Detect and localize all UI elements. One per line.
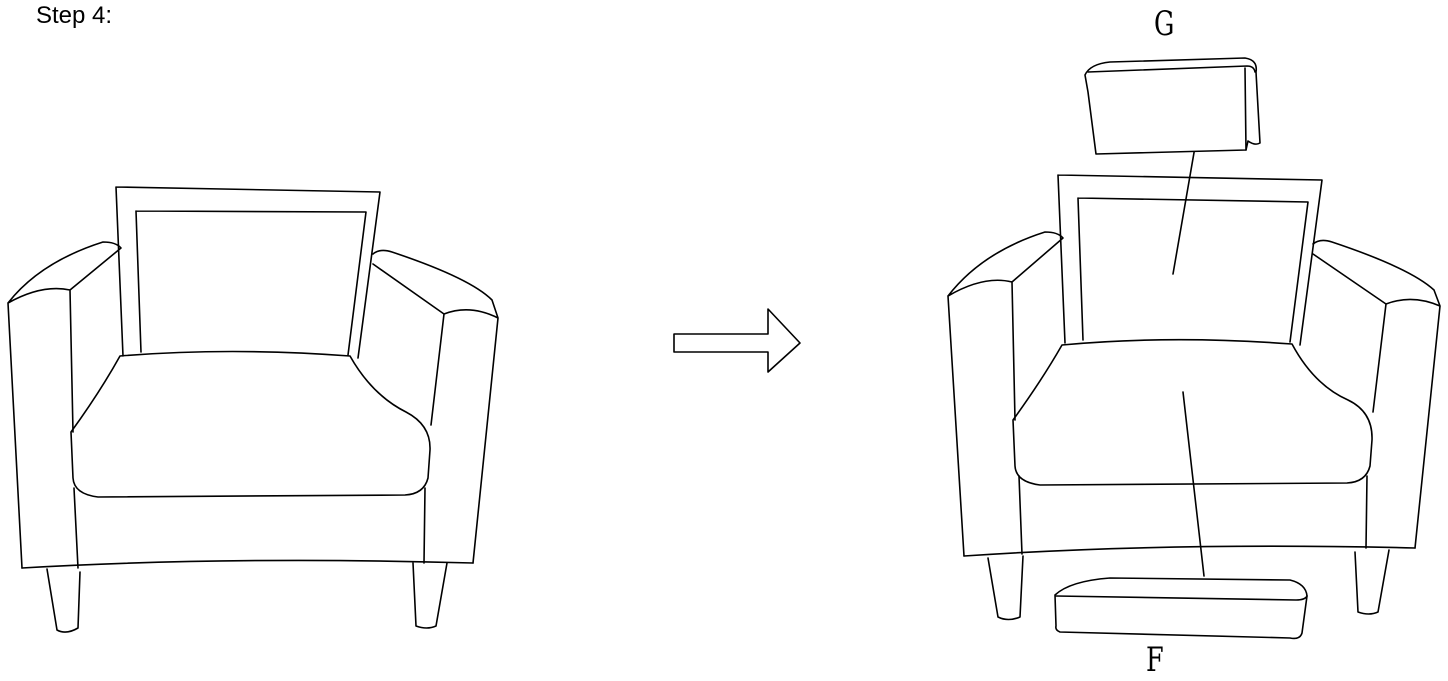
- right-chair-back-frame: [1057, 174, 1323, 346]
- part-f-cushion-top-edge: [1055, 595, 1308, 601]
- part-f-label: F: [1146, 640, 1164, 680]
- part-g-label: G: [1154, 4, 1175, 44]
- step-title: Step 4:: [36, 2, 113, 29]
- assembled-chair: [7, 186, 499, 633]
- right-chair-left-arm: [947, 231, 1064, 557]
- left-chair-seat-cushion: [70, 350, 431, 498]
- left-chair-right-arm: [372, 249, 499, 564]
- left-chair-back-cushion: [135, 210, 367, 356]
- part-g-cushion-top-edge: [1087, 65, 1256, 73]
- right-chair-seat-area: [1012, 338, 1373, 486]
- left-chair-left-arm: [7, 241, 122, 569]
- arrow-icon: [673, 308, 801, 373]
- part-g-back-cushion: [1084, 57, 1261, 155]
- part-f-leader-line: [1182, 391, 1205, 577]
- right-chair-base: [963, 545, 1416, 557]
- left-chair-front-leg-right: [412, 562, 448, 629]
- part-f-seat-cushion: [1054, 577, 1308, 640]
- right-chair-front-leg-right: [1354, 549, 1390, 615]
- left-chair-front-leg-left: [46, 568, 81, 633]
- exploded-chair: [947, 57, 1441, 640]
- right-chair-front-leg-left: [987, 555, 1024, 621]
- left-chair-base: [21, 559, 474, 569]
- right-chair-back-inner: [1077, 197, 1309, 343]
- part-g-cushion-side-edge: [1244, 67, 1247, 151]
- left-chair-back-frame: [115, 186, 381, 359]
- right-chair-right-arm: [1312, 239, 1441, 549]
